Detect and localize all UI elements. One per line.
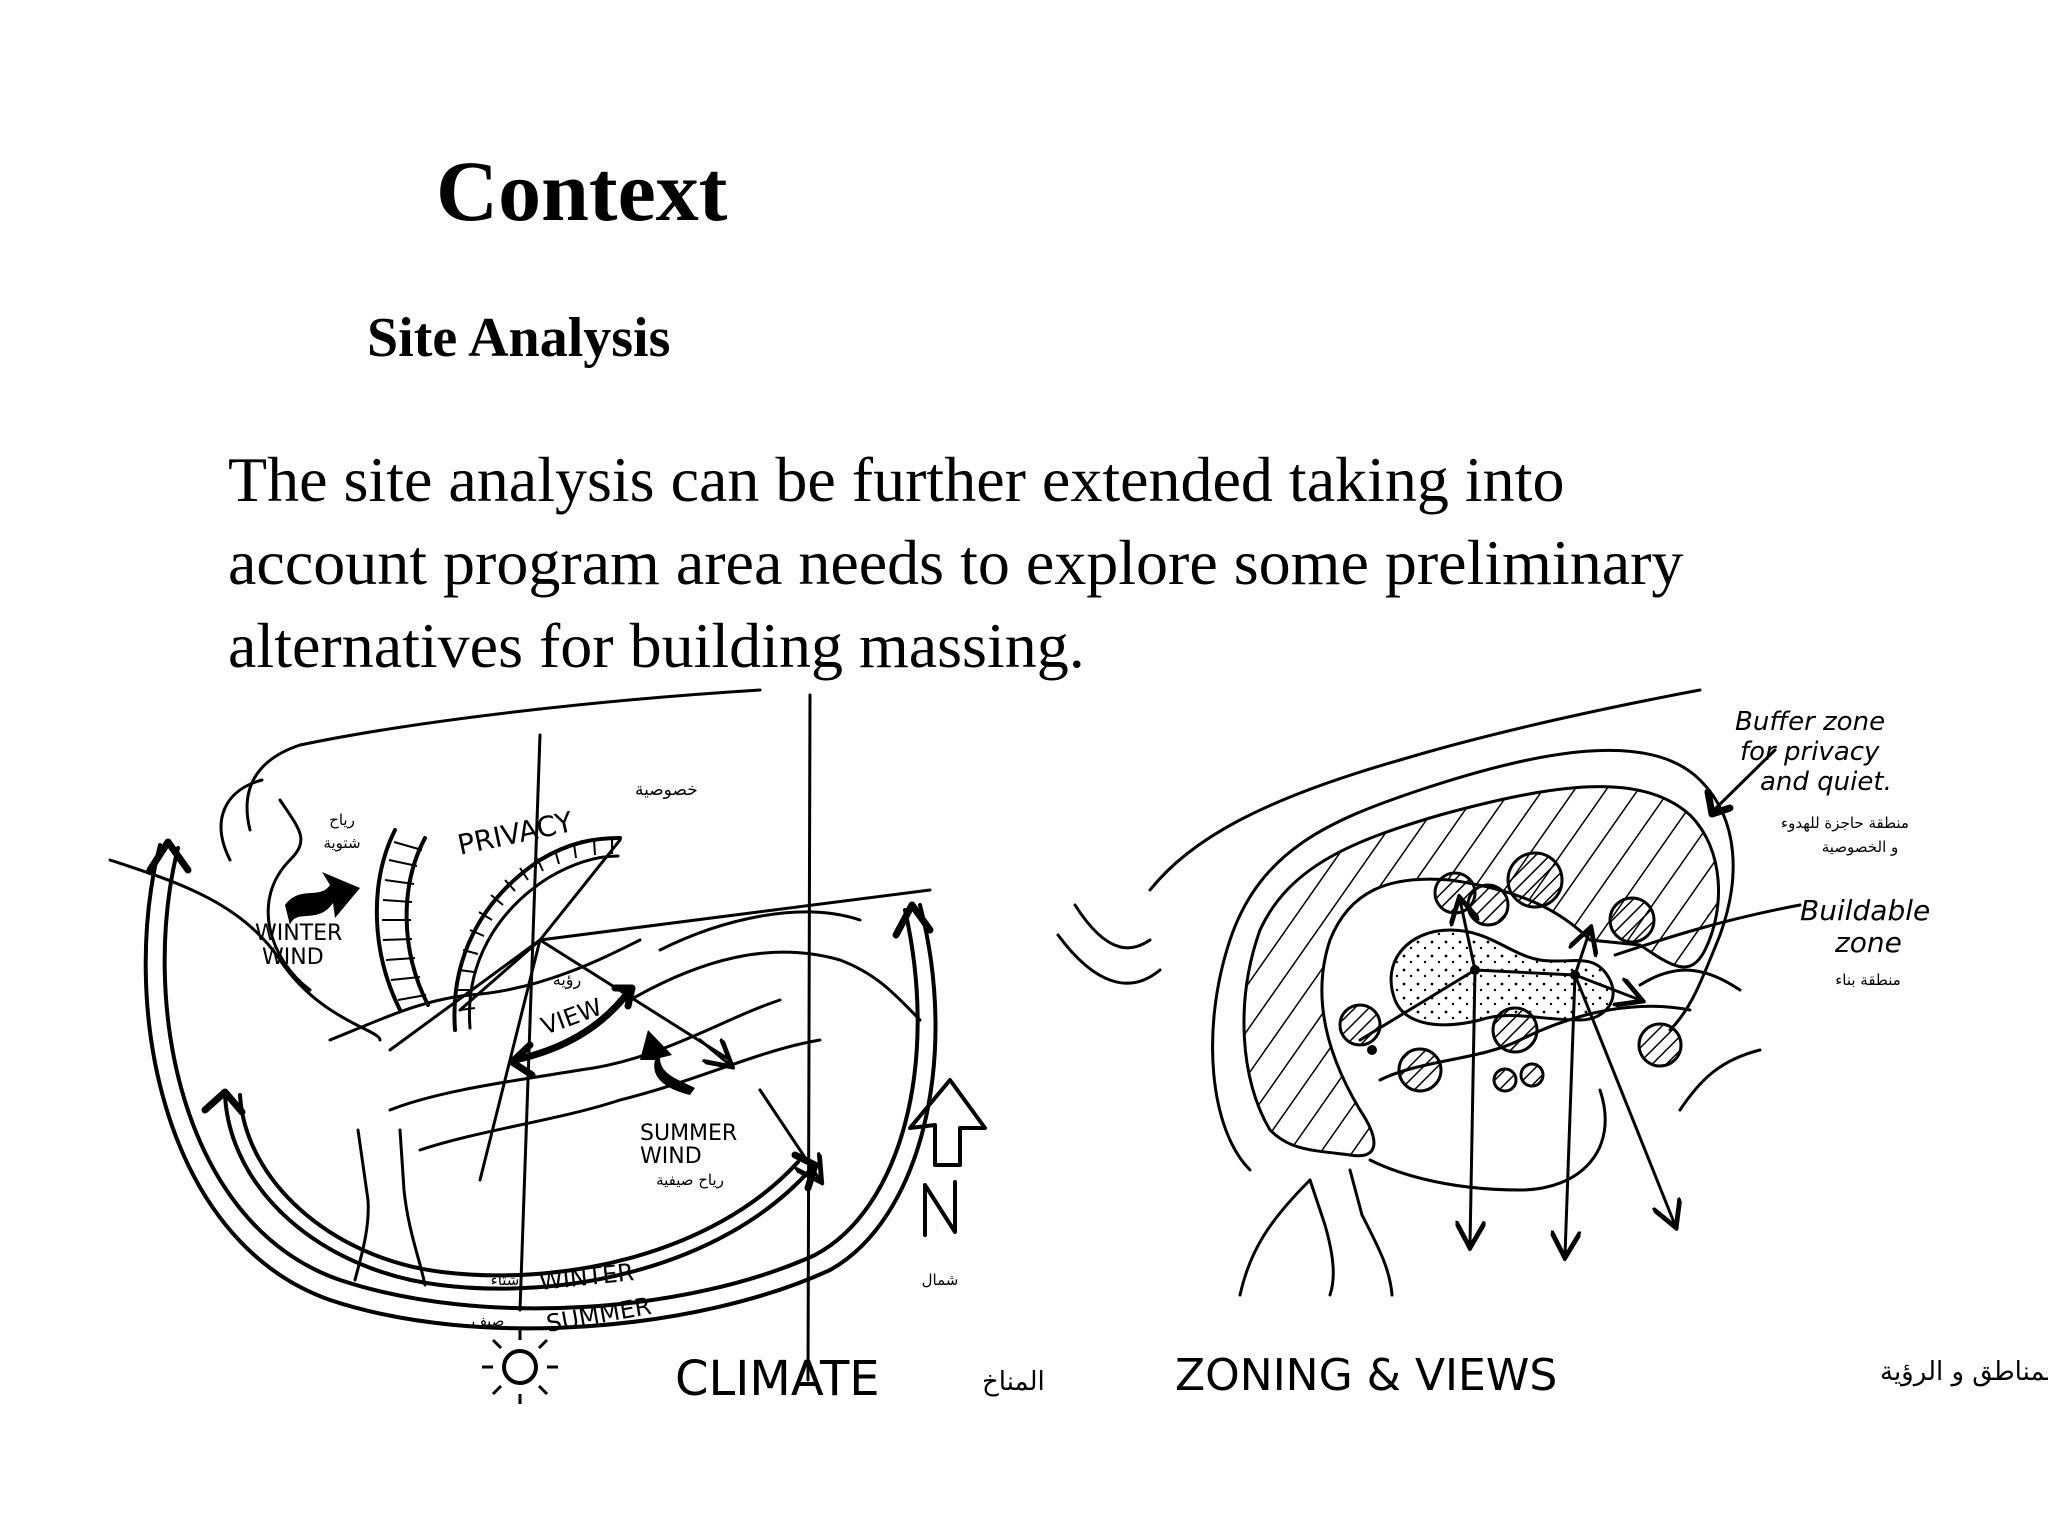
buffer-zone <box>1242 785 1720 1158</box>
tree-icon <box>1506 851 1564 909</box>
buffer-label-ar: و الخصوصية <box>1822 838 1899 856</box>
privacy-fan-arc-inner <box>467 854 620 1030</box>
road-edge <box>245 688 762 832</box>
privacy-label: PRIVACY <box>455 805 577 862</box>
climate-caption: CLIMATE <box>675 1351 880 1407</box>
viewpoint-dot <box>1570 970 1580 980</box>
wind-buffer-arc-inner <box>404 836 430 1007</box>
sun-path-winter <box>223 1093 812 1291</box>
page-title: Context <box>436 143 728 239</box>
zoning-caption-ar: المناطق و الرؤية <box>1880 1357 2048 1387</box>
view-arrowhead <box>611 984 636 1010</box>
summer-wind-label-ar: رياح صيفية <box>656 1171 724 1189</box>
climate-sketch: PRIVACY خصوصية رياح شتوية WINTER WIND رؤ… <box>108 688 1045 1407</box>
tree-icon <box>1397 1047 1443 1093</box>
winter-path-label-ar: شتاء <box>491 1271 520 1289</box>
driveway-edge <box>1308 1178 1335 1297</box>
buffer-label-ar: منطقة حاجزة للهدوء <box>1781 814 1909 832</box>
sun-path-summer <box>143 843 938 1331</box>
view-rays <box>1358 900 1675 1255</box>
privacy-label-ar: خصوصية <box>635 780 698 800</box>
winter-wind-label: WINTER <box>255 921 342 946</box>
site-boundary <box>1211 748 1735 1172</box>
body-line: account program area needs to explore so… <box>228 527 1684 598</box>
winter-wind-arrow <box>285 872 360 925</box>
buildable-zone <box>1389 928 1615 1027</box>
winter-wind-label-ar: شتوية <box>323 834 360 852</box>
arc-arrowhead <box>201 1088 246 1116</box>
privacy-fan-ticks <box>458 838 613 1011</box>
terrain-contour <box>658 910 862 952</box>
property-line <box>806 693 812 1382</box>
arc-arrowhead <box>892 901 934 939</box>
winter-wind-label-ar: رياح <box>329 811 355 829</box>
zoning-caption: ZONING & VIEWS <box>1175 1350 1557 1401</box>
buildable-label: Buildable <box>1800 894 1930 927</box>
view-arrow-double <box>511 986 634 1064</box>
climate-caption-ar: المناخ <box>982 1367 1045 1397</box>
view-arrow <box>758 1088 820 1180</box>
viewpoint-dot <box>1367 1045 1377 1055</box>
driveway-edge <box>1348 1168 1394 1297</box>
tree-icon <box>1466 883 1510 927</box>
winter-path-label: WINTER <box>538 1258 636 1296</box>
tree-icon <box>1608 896 1656 944</box>
terrain-contour <box>388 998 782 1112</box>
road-edge <box>1148 688 1702 892</box>
driveway-edge <box>1238 1178 1312 1297</box>
north-arrow-icon <box>908 1078 987 1167</box>
body-paragraph: The site analysis can be further extende… <box>228 438 1908 687</box>
sun-path-summer-inner <box>162 846 920 1311</box>
tree-icon <box>1637 1022 1683 1068</box>
road-edge <box>1056 933 1162 985</box>
sun-path-winter-inner <box>238 1093 800 1278</box>
buildable-label-ar: منطقة بناء <box>1835 971 1901 989</box>
section-subtitle: Site Analysis <box>367 307 671 369</box>
north-label: N <box>936 1227 937 1229</box>
buildable-leader <box>1613 903 1802 957</box>
tree-icon <box>1492 1067 1518 1093</box>
wind-buffer-arc <box>374 828 402 1012</box>
road-edge <box>219 778 264 862</box>
terrain-contour <box>1368 1088 1607 1192</box>
sun-icon <box>482 1330 558 1404</box>
viewpoint-dot <box>1470 965 1480 975</box>
buildable-label: zone <box>1834 926 1902 959</box>
body-line: The site analysis can be further extende… <box>228 444 1565 515</box>
view-rays <box>388 838 932 1182</box>
terrain-contour <box>1678 1048 1762 1112</box>
site-boundary <box>266 798 312 992</box>
buffer-label: and quiet. <box>1760 767 1892 797</box>
north-label-ar: شمال <box>922 1271 959 1289</box>
tree-icon <box>1519 1062 1545 1088</box>
terrain-contour <box>418 1038 822 1152</box>
view-arrow <box>698 1040 730 1065</box>
terrain-contour <box>628 950 922 1022</box>
arc-arrowhead <box>146 838 192 874</box>
north-south-line <box>518 733 542 1312</box>
north-letter-icon <box>923 1180 957 1237</box>
summer-wind-label: WIND <box>640 1144 702 1169</box>
view-label: VIEW <box>537 993 605 1041</box>
summer-wind-arrow <box>640 1030 695 1095</box>
driveway-edge <box>398 1128 427 1287</box>
wind-buffer-ticks <box>382 841 427 1001</box>
summer-path-label: SUMMER <box>544 1292 653 1338</box>
body-line: alternatives for building massing. <box>228 610 1085 681</box>
road-edge <box>1073 903 1152 950</box>
summer-path-label-ar: صيف <box>472 1312 505 1330</box>
terrain-contour <box>1638 968 1742 992</box>
driveway-edge <box>353 1128 370 1282</box>
buffer-label: Buffer zone <box>1735 707 1885 737</box>
summer-wind-label: SUMMER <box>640 1121 737 1146</box>
view-label-ar: رؤية <box>553 970 581 990</box>
view-arrowhead <box>508 1041 536 1079</box>
tree-icon <box>1491 1006 1539 1054</box>
winter-wind-label: WIND <box>262 945 324 970</box>
buffer-leader <box>1710 748 1777 814</box>
buffer-leader-arrowhead <box>1704 788 1734 818</box>
zoning-sketch: Buffer zone for privacy and quiet. منطقة… <box>1056 688 2048 1401</box>
buffer-label: for privacy <box>1740 737 1880 767</box>
